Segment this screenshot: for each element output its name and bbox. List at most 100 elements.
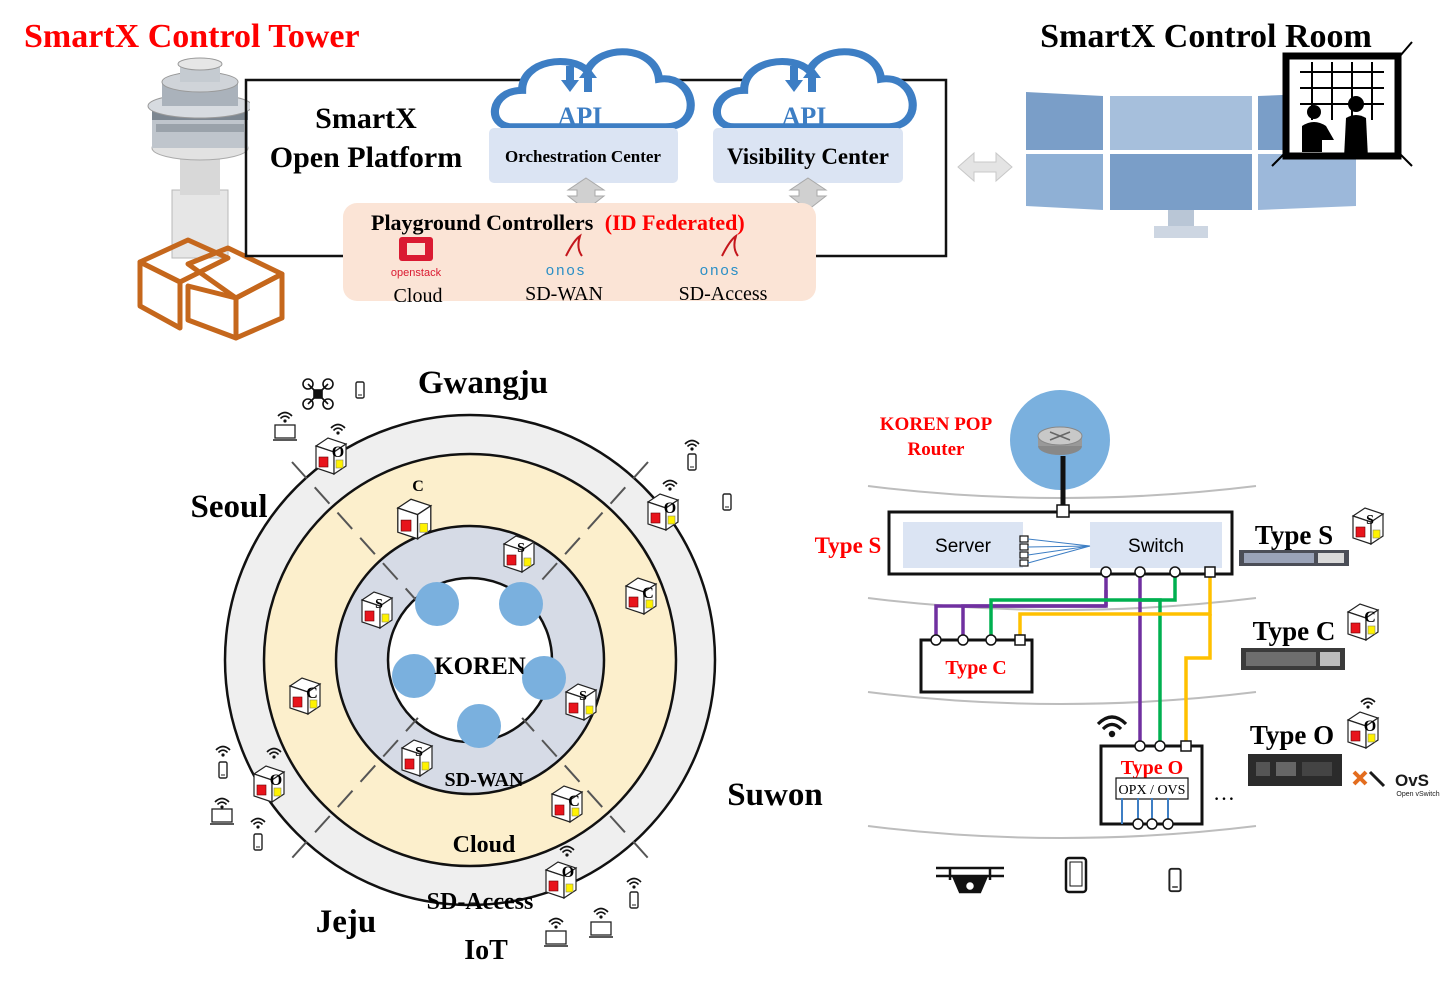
phone-icon — [253, 833, 263, 851]
koren-node-circles — [392, 582, 566, 748]
visibility-api-label: API — [782, 102, 827, 131]
type-o-node[interactable]: O — [315, 423, 347, 475]
legend-type-o: Type O — [1250, 720, 1334, 750]
onos-bird-icon — [721, 233, 739, 257]
laptop-icon — [543, 930, 569, 947]
platform-title-line1: SmartX — [315, 102, 417, 135]
switch-label: Switch — [1128, 536, 1184, 557]
router-icon[interactable] — [1037, 426, 1083, 455]
svg-text:S: S — [415, 745, 423, 760]
smartphone-icon — [1064, 856, 1088, 894]
transfer-arrows-icon — [785, 66, 821, 92]
onos-logo-wan: onos — [546, 262, 587, 279]
drone-camera-icon — [936, 866, 1004, 894]
wifi-icon — [250, 817, 266, 830]
wifi-icon — [593, 907, 609, 920]
double-arrow-icon — [566, 177, 828, 211]
svg-text:O: O — [1364, 718, 1376, 735]
cloud-ring-label: Cloud — [453, 832, 516, 858]
ring-diagram — [223, 413, 717, 907]
pop-router-label-1: KOREN POP — [880, 414, 993, 435]
phone-icon — [687, 453, 697, 471]
orchestration-api-label: API — [558, 102, 603, 131]
region-suwon: Suwon — [727, 777, 822, 813]
svg-text:C: C — [568, 793, 580, 810]
type-s-label-left: Type S — [815, 533, 882, 558]
legend-type-s: Type S — [1255, 520, 1333, 550]
wifi-icon — [214, 797, 230, 810]
svg-text:Playground Controllers (: Playground Controllers (ID Federated) — [371, 210, 745, 235]
region-jeju: Jeju — [316, 904, 377, 940]
opx-ovs-label: OPX / OVS — [1119, 783, 1186, 798]
orchestration-center[interactable]: API Orchestration Center — [489, 52, 691, 183]
type-s-legend-cube: S — [1352, 507, 1384, 545]
type-o-box[interactable]: Type O OPX / OVS — [1099, 740, 1204, 830]
control-room-monitors-icon — [1026, 92, 1356, 238]
laptop-icon — [588, 921, 614, 938]
network-cables — [934, 572, 1212, 746]
type-s-box[interactable]: Server Switch — [887, 504, 1234, 576]
type-c-node[interactable]: C — [397, 478, 432, 540]
svg-text:C: C — [412, 478, 424, 495]
visibility-center[interactable]: API Visibility Center — [713, 52, 913, 183]
server-label: Server — [935, 536, 992, 557]
type-c-node[interactable]: C — [289, 677, 321, 715]
type-c-box-label: Type C — [945, 657, 1006, 679]
sd-wan-ring-label: SD-WAN — [445, 769, 524, 791]
controller-cloud-label: Cloud — [394, 285, 443, 307]
region-gwangju: Gwangju — [418, 365, 548, 401]
phone-icon — [629, 891, 639, 909]
onos-bird-icon — [565, 233, 583, 257]
phone-icon — [218, 761, 228, 779]
type-c-legend-cube: C — [1347, 603, 1379, 641]
control-tower-icon — [147, 57, 253, 259]
playground-title-federated: (ID Federated) — [605, 210, 745, 235]
wifi-icon — [684, 439, 700, 452]
type-s-node[interactable]: S — [361, 591, 393, 629]
type-c-box[interactable]: Type C — [919, 634, 1034, 694]
type-o-node[interactable]: O — [253, 747, 285, 803]
wifi-icon — [548, 917, 564, 930]
openstack-logo-icon — [399, 237, 433, 261]
phone-icon — [355, 381, 365, 399]
more-nodes-ellipsis: … — [1213, 780, 1235, 805]
horizontal-double-arrow-icon — [957, 151, 1013, 183]
svg-text:C: C — [306, 685, 318, 702]
type-s-node[interactable]: S — [503, 535, 535, 573]
type-o-node[interactable]: O — [647, 479, 679, 531]
type-s-node[interactable]: S — [401, 739, 433, 777]
type-o-legend-cube: O — [1347, 697, 1379, 749]
pop-router-label-2: Router — [908, 439, 966, 460]
type-c-node[interactable]: C — [551, 785, 583, 823]
svg-text:C: C — [1364, 609, 1376, 626]
type-s-node[interactable]: S — [565, 683, 597, 721]
server-hardware-icon — [1241, 648, 1345, 670]
region-seoul: Seoul — [190, 489, 267, 525]
svg-text:C: C — [642, 585, 654, 602]
controller-access-label: SD-Access — [679, 283, 768, 305]
switch-ports — [1100, 566, 1216, 578]
drone-icon — [302, 378, 334, 410]
legend-type-c: Type C — [1253, 616, 1336, 646]
transfer-arrows-icon — [561, 66, 597, 92]
openstack-logo-text: openstack — [391, 267, 442, 279]
type-o-node[interactable]: O — [545, 845, 577, 899]
switch-hardware-icon — [1239, 550, 1349, 566]
wifi-icon — [1096, 715, 1128, 739]
type-c-node[interactable]: C — [625, 577, 657, 615]
svg-text:O: O — [664, 500, 676, 517]
type-o-box-label: Type O — [1121, 757, 1183, 779]
ovs-logo-subtext: Open vSwitch — [1396, 791, 1439, 798]
ovs-logo-icon: OvS Open vSwitch — [1352, 770, 1440, 798]
sd-access-ring-label: SD-Access — [427, 889, 534, 915]
orchestration-center-label: Orchestration Center — [505, 147, 661, 166]
svg-text:S: S — [375, 597, 383, 612]
edge-boxes-icon — [137, 237, 285, 341]
svg-text:S: S — [579, 689, 587, 704]
playground-title: Playground Controllers — [371, 210, 594, 235]
phone-icon — [1168, 867, 1182, 893]
playground-controllers[interactable]: Playground Controllers (ID Federated) op… — [343, 203, 816, 307]
koren-label: KOREN — [434, 653, 526, 680]
svg-text:O: O — [562, 864, 574, 881]
